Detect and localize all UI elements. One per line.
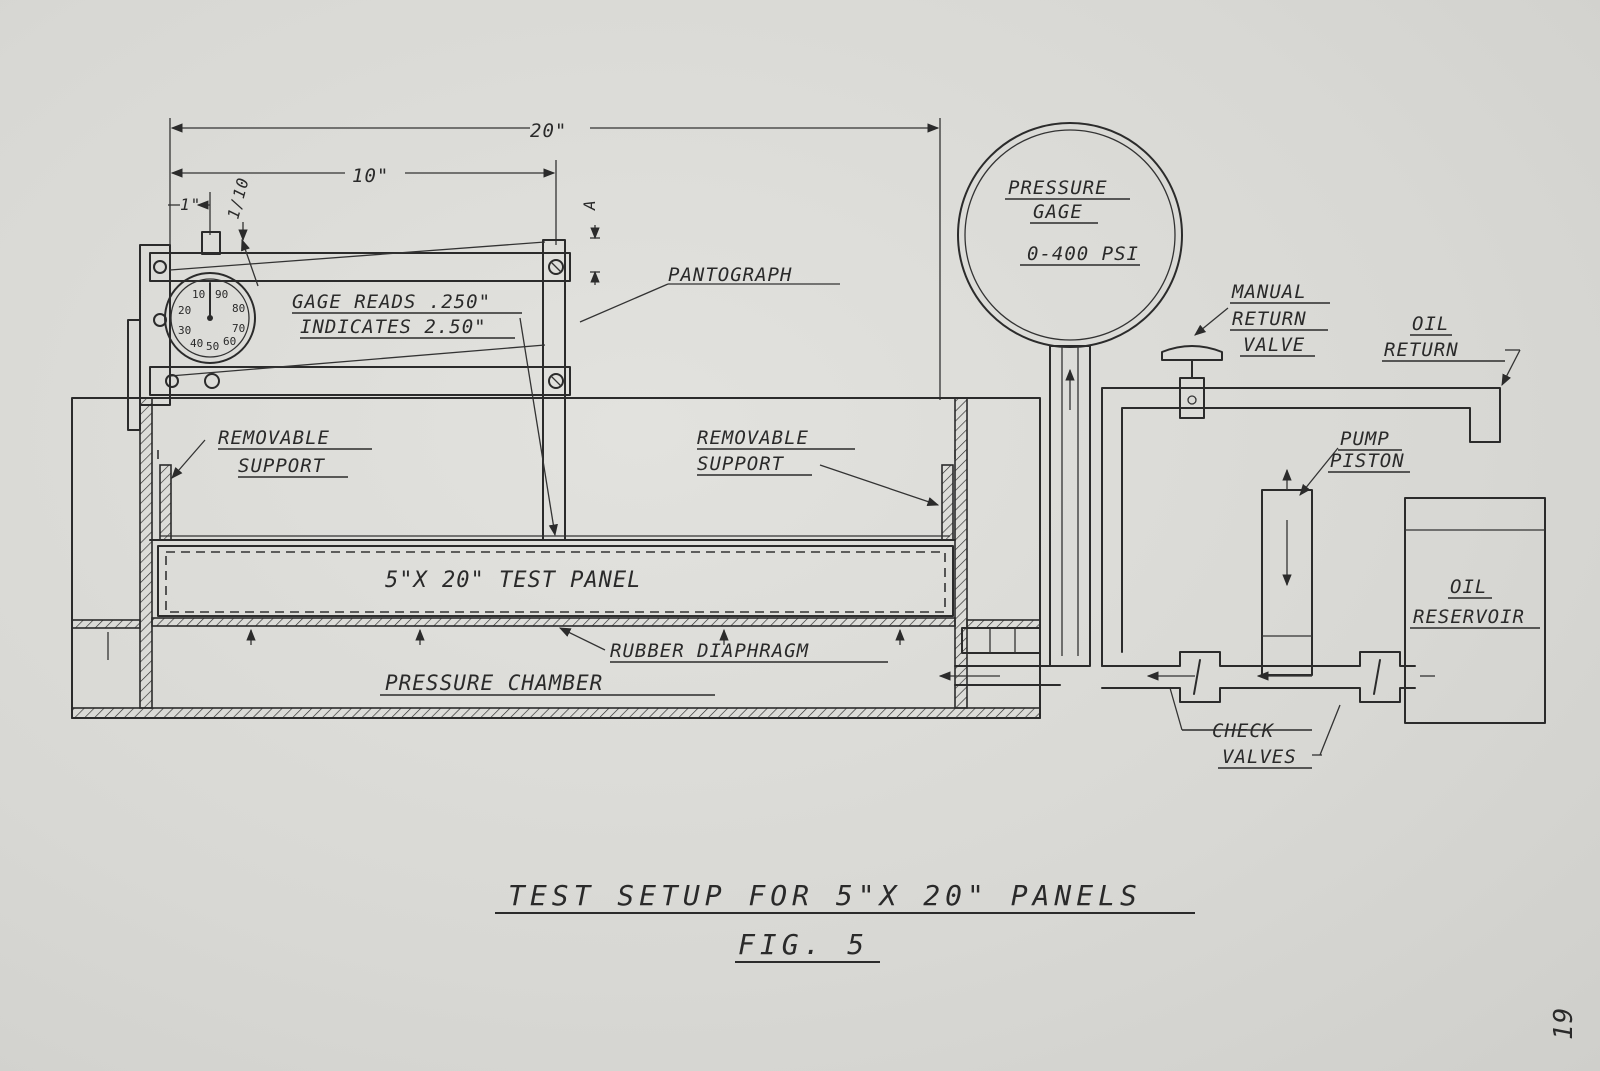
- dial-num-40: 40: [190, 337, 203, 350]
- dial-num-60: 60: [223, 335, 236, 348]
- page-number: 19: [1549, 1007, 1579, 1040]
- pressure-chamber-label: PRESSURE CHAMBER: [385, 671, 603, 695]
- dimension-lines: [168, 118, 941, 400]
- figure-number: FIG. 5: [738, 928, 869, 961]
- indicates-label: INDICATES 2.50": [300, 316, 487, 338]
- gage-reads-label: GAGE READS .250": [292, 291, 491, 313]
- dial-num-70: 70: [232, 322, 245, 335]
- removable-support-left-label-1: REMOVABLE: [218, 427, 330, 449]
- pressure-gage: [957, 122, 1183, 667]
- pressure-gage-label-3: 0-400 PSI: [1027, 243, 1139, 265]
- dim-20-label: 20": [530, 120, 567, 142]
- pantograph: [127, 231, 571, 541]
- oil-circuit-piping: [1101, 345, 1546, 724]
- manual-return-valve-label-2: RETURN: [1232, 308, 1307, 330]
- manual-return-valve-label-3: VALVE: [1243, 334, 1305, 356]
- circuit-leaders: [1194, 307, 1521, 496]
- manual-return-valve-label-1: MANUAL: [1231, 281, 1307, 303]
- test-panel-label: 5"X 20" TEST PANEL: [385, 568, 641, 593]
- dial-num-10: 10: [192, 288, 205, 301]
- removable-support-right-label-1: REMOVABLE: [697, 427, 809, 449]
- dial-num-20: 20: [178, 304, 191, 317]
- check-valves-label-1: CHECK: [1212, 720, 1275, 742]
- pressure-gage-label-1: PRESSURE: [1008, 177, 1108, 199]
- oil-return-label-2: RETURN: [1384, 339, 1459, 361]
- pantograph-label: PANTOGRAPH: [668, 264, 792, 286]
- pump-piston-label-1: PUMP: [1340, 428, 1390, 450]
- dim-a-label: A: [580, 199, 599, 211]
- removable-support-left-label-2: SUPPORT: [238, 455, 326, 477]
- dial-indicator-gauge: 10 90 20 80 30 70 40 60 50: [164, 272, 256, 364]
- rubber-diaphragm-label: RUBBER DIAPHRAGM: [610, 640, 809, 662]
- figure-title: TEST SETUP FOR 5"X 20" PANELS: [508, 879, 1142, 912]
- dim-tenth-label: 1/10: [224, 175, 253, 221]
- oil-reservoir-label-1: OIL: [1450, 576, 1487, 598]
- oil-return-label-1: OIL: [1412, 313, 1449, 335]
- pressure-gage-label-2: GAGE: [1033, 201, 1083, 223]
- test-chamber: [71, 397, 1061, 719]
- dim-10-label: 10": [352, 165, 389, 187]
- check-valves-label-2: VALVES: [1222, 746, 1297, 768]
- pump-piston-label-2: PISTON: [1330, 450, 1405, 472]
- removable-support-right-label-2: SUPPORT: [697, 453, 785, 475]
- dial-num-30: 30: [178, 324, 191, 337]
- dim-1-label: 1": [180, 195, 201, 214]
- oil-reservoir-label-2: RESERVOIR: [1413, 606, 1525, 628]
- leader-lines: [171, 238, 1341, 756]
- dial-num-50: 50: [206, 340, 219, 353]
- dial-num-90: 90: [215, 288, 228, 301]
- dial-num-80: 80: [232, 302, 245, 315]
